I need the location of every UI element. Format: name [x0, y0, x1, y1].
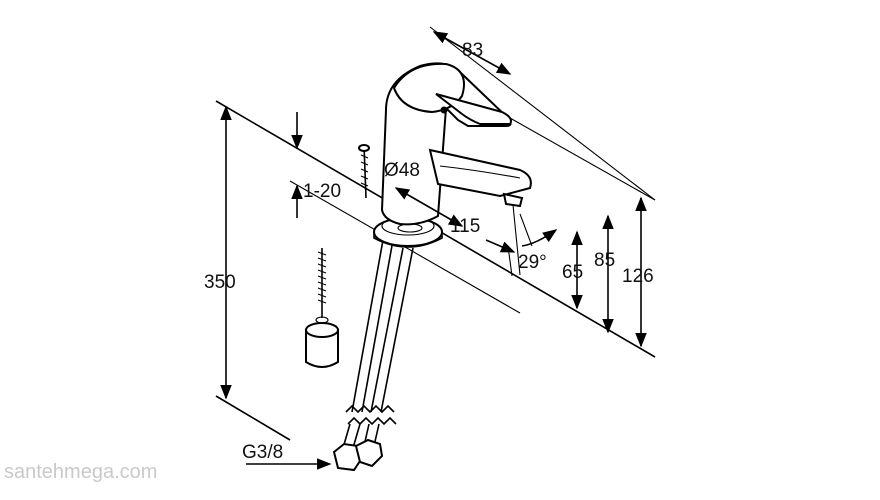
dim-label-diameter-48: Ø48	[384, 160, 420, 181]
dimension-overall-height: 126	[622, 196, 654, 348]
dimension-total-height: 350	[204, 105, 236, 400]
supply-hoses	[342, 239, 414, 449]
dimension-outlet-height: 65	[562, 230, 583, 310]
watermark-text: santehmega.com	[4, 461, 157, 483]
threaded-rod-icon	[305, 248, 339, 368]
dim-label-350: 350	[204, 272, 236, 293]
dim-label-29-degrees: 29°	[518, 252, 547, 273]
dimension-spout-projection: 115	[450, 216, 516, 277]
dimension-mount-thickness: 1-20	[291, 112, 341, 218]
dim-label-115: 115	[450, 216, 480, 237]
dim-label-85: 85	[594, 250, 615, 271]
dim-label-65: 65	[562, 262, 583, 283]
dim-label-g3-8: G3/8	[242, 442, 283, 463]
dim-label-1-20: 1-20	[303, 181, 341, 202]
dimension-spout-length: 83	[432, 31, 512, 75]
dim-label-126: 126	[622, 266, 654, 287]
dimension-body-diameter: Ø48	[384, 160, 464, 227]
dimension-connection-thread: G3/8	[242, 442, 332, 470]
dim-label-83: 83	[462, 40, 483, 61]
hose-nuts	[332, 438, 384, 472]
mounting-screw-icon	[358, 144, 370, 199]
dimension-spout-angle: 29°	[518, 213, 558, 273]
dimension-spout-height: 85	[594, 214, 615, 334]
